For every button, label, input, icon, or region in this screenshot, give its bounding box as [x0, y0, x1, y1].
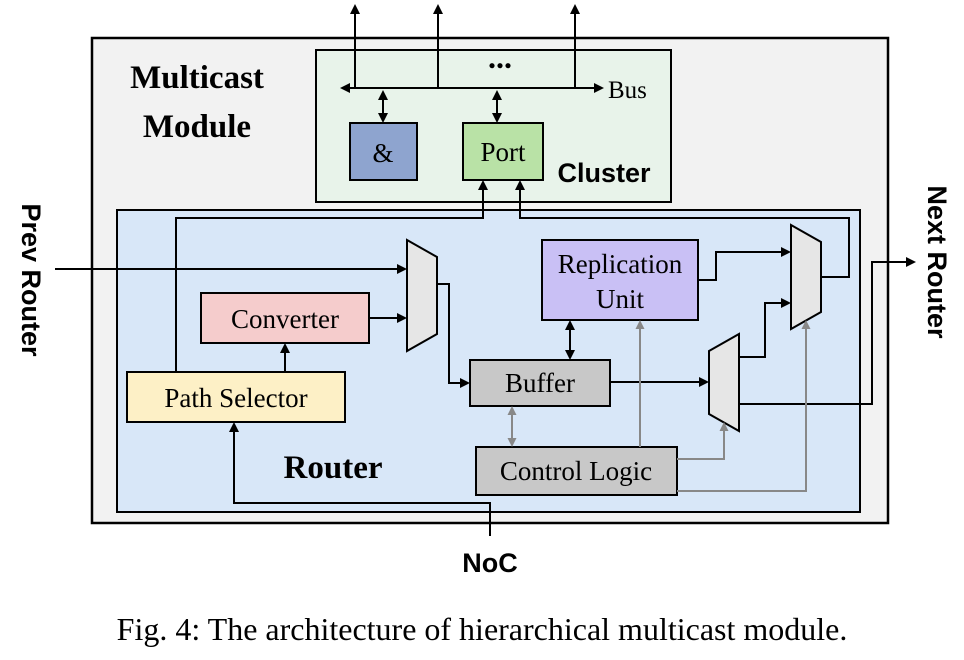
buffer-label: Buffer — [505, 368, 575, 398]
figure-caption: Fig. 4: The architecture of hierarchical… — [117, 611, 848, 647]
port-block — [462, 122, 544, 181]
replication-unit-block — [541, 239, 699, 321]
multicast-module-title-2: Module — [143, 109, 251, 145]
noc-label: NoC — [462, 548, 518, 578]
router-label: Router — [284, 450, 383, 486]
replication-unit-label-1: Replication — [558, 249, 683, 279]
and-block-label: & — [372, 138, 393, 168]
control-logic-block — [475, 446, 678, 496]
path-selector-to-port-wire — [175, 180, 488, 372]
replication-to-mux-wire — [698, 247, 791, 281]
mux-to-port-wire — [515, 180, 850, 278]
mux-input — [406, 238, 438, 353]
next-router-label: Next Router — [922, 185, 952, 339]
converter-block — [200, 292, 370, 344]
cluster-label: Cluster — [557, 158, 651, 188]
mux-to-buffer-wire — [437, 283, 470, 388]
converter-label: Converter — [231, 304, 339, 334]
port-block-label: Port — [480, 137, 526, 167]
multicast-module-title: Multicast — [130, 60, 264, 96]
mux-to-mux-wire — [739, 298, 791, 358]
control-logic-label: Control Logic — [500, 456, 652, 486]
bus-ellipsis: ... — [488, 39, 512, 75]
prev-router-label: Prev Router — [16, 203, 46, 357]
replication-unit-label-2: Unit — [596, 284, 645, 314]
noc-wire — [229, 422, 491, 536]
path-selector-block — [126, 371, 346, 423]
path-selector-label: Path Selector — [164, 383, 307, 413]
and-block — [349, 122, 418, 181]
mux-output — [790, 223, 822, 331]
mux-buffer-out — [708, 332, 740, 433]
control-to-output-mux-wire — [677, 320, 811, 492]
buffer-block — [469, 359, 611, 407]
control-to-mux-wire — [677, 422, 729, 460]
bus-label: Bus — [608, 77, 647, 104]
